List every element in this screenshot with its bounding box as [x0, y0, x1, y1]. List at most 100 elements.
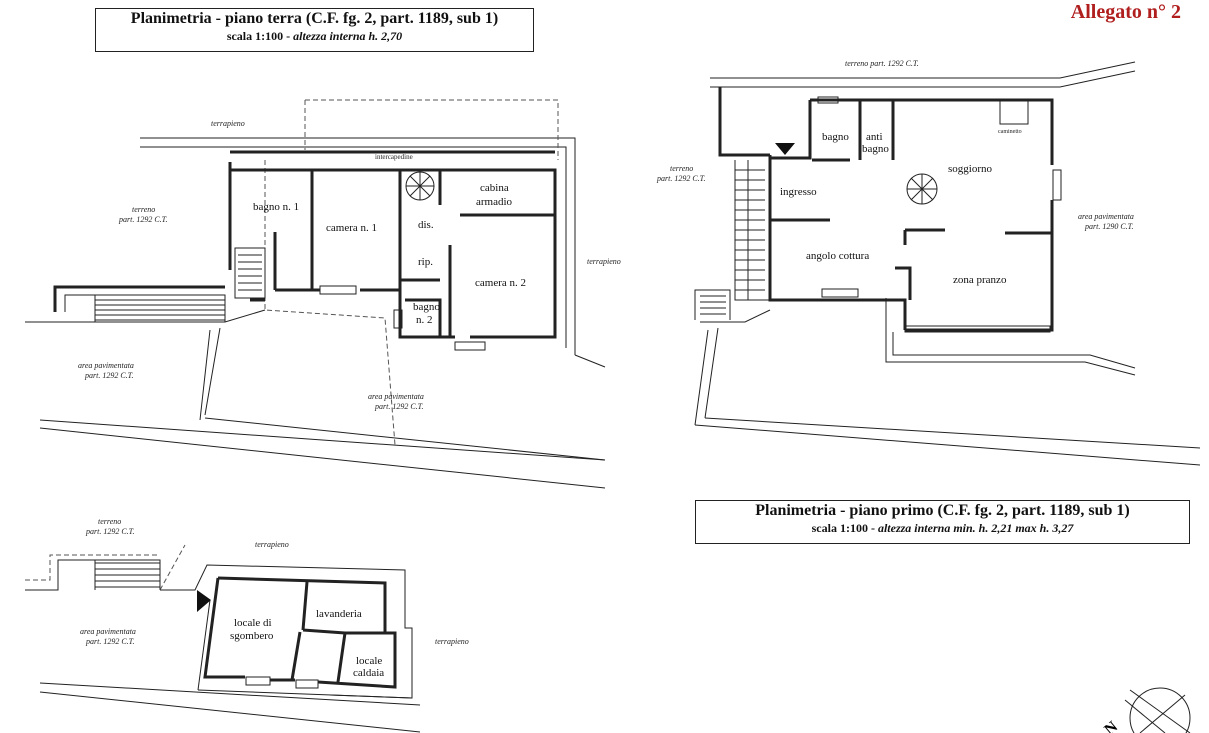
ground-floor-scale: scala 1:100 - altezza interna h. 2,70: [226, 29, 403, 43]
road-edge: [39, 682, 421, 706]
wall: [895, 266, 912, 300]
label-terrapieno-right: terrapieno: [435, 637, 469, 646]
small-stair: [234, 247, 266, 299]
room-bagno-1: bagno n. 1: [253, 201, 299, 213]
window: [295, 679, 319, 689]
room-antibagno: bagno: [862, 143, 889, 155]
ext-stair-wall: [53, 285, 225, 312]
room-bagno: bagno: [822, 131, 849, 143]
terrapieno-edge: [574, 354, 606, 368]
ground-floor-title: Planimetria - piano terra (C.F. fg. 2, p…: [130, 10, 499, 27]
window: [817, 96, 839, 104]
first-floor-plan: bagno anti bagno caminetto ingresso sogg…: [656, 59, 1201, 466]
ground-floor-title-box: Planimetria - piano terra (C.F. fg. 2, p…: [95, 8, 534, 52]
ground-line: [25, 309, 266, 323]
upper-floor-outline: [305, 99, 559, 160]
terrapieno-boundary-outer: [140, 137, 576, 355]
wall: [718, 87, 770, 157]
label-area-pavimentata-mid: area pavimentata: [368, 392, 424, 401]
label-terreno: terreno: [98, 517, 121, 526]
label-caminetto: caminetto: [998, 129, 1022, 135]
ground-dashed: [25, 554, 160, 581]
first-floor-title: Planimetria - piano primo (C.F. fg. 2, p…: [755, 502, 1130, 519]
window: [319, 285, 357, 295]
wall: [768, 155, 907, 330]
first-floor-scale: scala 1:100 - altezza interna min. h. 2,…: [811, 521, 1074, 535]
room-zona-pranzo: zona pranzo: [953, 274, 1007, 286]
window-vertical: [197, 599, 211, 691]
label-terrapieno: terrapieno: [255, 540, 289, 549]
basement-plan: locale di sgombero lavanderia locale cal…: [25, 517, 469, 733]
terrace-outline: [885, 298, 1136, 376]
window: [393, 309, 403, 329]
wall: [302, 628, 346, 635]
room-dis: dis.: [418, 219, 434, 231]
ground-boundary: [204, 327, 221, 416]
room-locale: locale: [356, 655, 382, 667]
wall: [203, 577, 245, 679]
label-area-pavimentata: area pavimentata: [1078, 212, 1134, 221]
window: [454, 341, 486, 351]
label-terreno-part: part. 1292 C.T.: [85, 527, 135, 536]
room-lavanderia: lavanderia: [316, 608, 362, 620]
room-caldaia: caldaia: [353, 667, 384, 679]
north-arrow-icon: N: [1101, 687, 1191, 733]
wall: [405, 298, 442, 337]
terreno-boundary: [710, 61, 1136, 79]
label-terreno: terreno: [132, 205, 155, 214]
window: [821, 288, 859, 298]
room-rip: rip.: [418, 256, 433, 268]
label-terreno: terreno: [670, 164, 693, 173]
wall: [230, 168, 557, 339]
label-terreno-part: part. 1292 C.T.: [118, 215, 168, 224]
ext-stair-inner: [64, 294, 226, 322]
road-edge: [694, 424, 1201, 466]
wall: [301, 581, 309, 631]
road-edge: [39, 419, 606, 461]
wall: [810, 98, 1054, 165]
label-terreno-top: terreno part. 1292 C.T.: [845, 59, 919, 68]
window-long: [904, 325, 1051, 333]
wall: [905, 200, 1054, 332]
wall: [290, 631, 302, 681]
allegato-label: Allegato n° 2: [1070, 1, 1181, 23]
wall: [360, 288, 455, 339]
label-terrapieno: terrapieno: [211, 119, 245, 128]
room-angolo-cottura: angolo cottura: [806, 250, 869, 262]
room-armadio: armadio: [476, 196, 513, 208]
label-terreno-part: part. 1292 C.T.: [656, 174, 706, 183]
ext-stair-steps: [94, 294, 225, 322]
room-bagno-2: bagno: [413, 301, 440, 313]
wall: [217, 576, 387, 633]
label-terrapieno-right: terrapieno: [587, 257, 621, 266]
ext-stair: [694, 160, 770, 320]
first-floor-title-box: Planimetria - piano primo (C.F. fg. 2, p…: [695, 500, 1190, 544]
label-area-pavimentata: area pavimentata: [78, 361, 134, 370]
label-area-part: part. 1292 C.T.: [85, 637, 135, 646]
room-sgombero: sgombero: [230, 630, 274, 642]
room-anti: anti: [866, 131, 883, 143]
room-camera-2: camera n. 2: [475, 277, 526, 289]
label-area-part-mid: part. 1292 C.T.: [374, 402, 424, 411]
wall: [770, 100, 812, 160]
entrance-arrow-icon: [197, 590, 211, 612]
svg-text:N: N: [1101, 718, 1121, 733]
room-bagno-2-n: n. 2: [416, 314, 433, 326]
road-edge: [39, 427, 606, 489]
terrapieno-boundary-inner: [140, 146, 567, 348]
basement-stair: [94, 560, 160, 590]
upper-floor-outline-lower: [264, 160, 396, 446]
entrance-arrow-icon: [775, 143, 795, 155]
room-camera-1: camera n. 1: [326, 222, 377, 234]
window: [245, 676, 271, 686]
room-cabina: cabina: [480, 182, 509, 194]
label-area-pavimentata: area pavimentata: [80, 627, 136, 636]
room-ingresso: ingresso: [780, 186, 817, 198]
fireplace: [999, 99, 1029, 125]
label-intercapedine: intercapedine: [375, 153, 413, 161]
label-area-part: part. 1292 C.T.: [84, 371, 134, 380]
label-area-part: part. 1290 C.T.: [1084, 222, 1134, 231]
basement-outline: [160, 564, 413, 699]
wall: [317, 631, 397, 689]
